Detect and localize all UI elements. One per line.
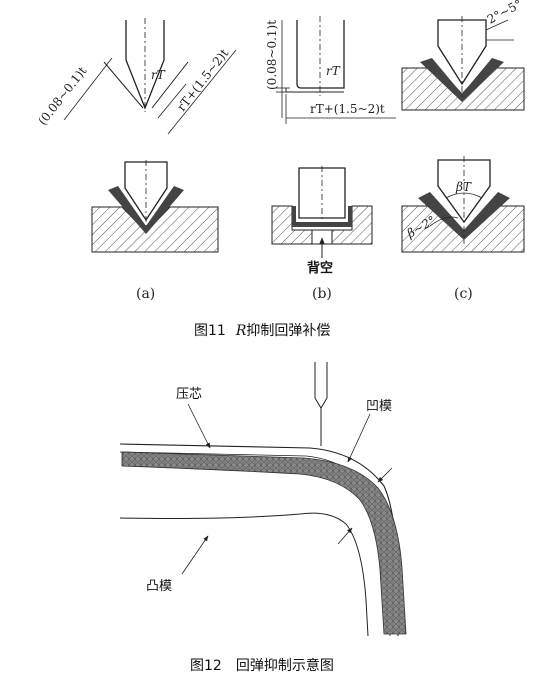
figure12-punch-label: 凸模 — [146, 579, 172, 594]
panel-c-bottom — [401, 156, 525, 253]
figure12-caption: 图12 回弹抑制示意图 — [190, 657, 334, 674]
figure11-caption-rest: 抑制回弹补偿 — [246, 323, 330, 339]
panel-b-top-punch — [285, 16, 345, 96]
panel-b-clearance-label: (0.08~0.1)t — [265, 20, 279, 90]
panel-a-bottom-punch — [124, 160, 168, 226]
panel-b-dim-lines — [276, 20, 396, 124]
figure12-pad-leader — [187, 403, 211, 449]
figure12-tool-stem — [314, 362, 328, 446]
panel-c-beta-t-label: βT — [455, 180, 472, 194]
figure12-punch-outline — [119, 512, 369, 637]
panel-b-radius-label: rT — [326, 64, 341, 78]
panel-a-clearance-label: (0.08~0.1)t — [35, 64, 89, 128]
figure11-caption: 图11 R抑制回弹补偿 — [194, 323, 330, 339]
figure11-caption-italic: R — [235, 323, 247, 339]
panel-c-top — [401, 16, 525, 111]
panel-b-relief-label: 背空 — [307, 260, 333, 276]
panel-c-sublabel: (c) — [454, 286, 473, 302]
panel-a-sheet — [108, 186, 184, 234]
figure12-force-arrow-top — [377, 467, 393, 483]
panel-a-sublabel: (a) — [136, 286, 155, 302]
figure12-pad-label: 压芯 — [176, 387, 202, 402]
panel-a-top-punch — [103, 18, 189, 112]
panel-c-angle-top-label: 2°~5° — [485, 0, 525, 27]
figure12-punch-leader — [181, 535, 209, 575]
figure12-die-label: 凹模 — [366, 399, 392, 414]
panel-a-bottom-die — [91, 206, 219, 253]
panel-b-sheet — [292, 206, 352, 227]
panel-b-sublabel: (b) — [312, 286, 332, 302]
figure12-die-leader — [347, 413, 371, 463]
panel-a-radius-dim-label: rT+(1.5~2)t — [174, 46, 231, 114]
figure11-caption-prefix: 图11 — [194, 323, 226, 339]
panel-b-bottom-punch — [298, 166, 346, 226]
figure12-force-arrow-bottom — [337, 527, 353, 545]
panel-a-radius-label: rT — [151, 68, 166, 82]
panel-b-radius-dim-label: rT+(1.5~2)t — [310, 102, 385, 116]
figure12-meshed-sheet — [121, 451, 407, 635]
panel-a-dim-lines — [63, 49, 237, 135]
